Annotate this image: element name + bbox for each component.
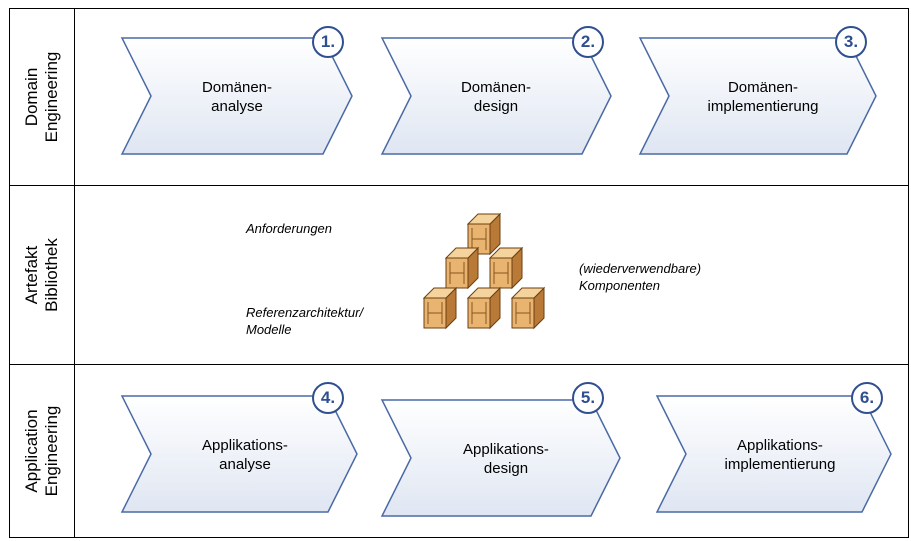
artifact-label-line: Komponenten [579, 278, 660, 293]
stacked-boxes-icon [422, 212, 546, 330]
step-label-line: analyse [219, 456, 271, 473]
diagram-frame [9, 8, 909, 538]
crate [510, 286, 546, 330]
crate [488, 246, 524, 290]
step-label-line: Domänen- [201, 79, 273, 96]
step-label-application-implementation: Applikations- implementierung [700, 436, 860, 474]
step-label-application-analysis: Applikations- analyse [170, 436, 320, 474]
step-label-line: Domänen- [727, 79, 799, 96]
step-number-badge-5: 5. [572, 382, 604, 414]
step-number-badge-2: 2. [572, 26, 604, 58]
step-number-badge-1: 1. [312, 26, 344, 58]
row-divider [9, 185, 909, 186]
artifact-label-line: (wiederverwendbare) [579, 261, 702, 276]
artifact-label-line: Modelle [246, 322, 292, 337]
step-number-badge-6: 6. [851, 382, 883, 414]
step-label-line: Domänen- [460, 79, 532, 96]
artifact-label-referenzarchitektur: Referenzarchitektur/ Modelle [246, 304, 363, 338]
step-number-badge-4: 4. [312, 382, 344, 414]
artifact-label-anforderungen: Anforderungen [246, 221, 333, 236]
step-label-domain-analysis: Domänen- analyse [172, 78, 302, 116]
step-label-line: design [473, 98, 519, 115]
row-divider [9, 364, 909, 365]
step-label-domain-implementation: Domänen- implementierung [683, 78, 843, 116]
crate [466, 212, 502, 256]
step-label-line: Applikations- [463, 441, 549, 458]
step-label-line: design [483, 460, 529, 477]
crate [444, 246, 480, 290]
step-label-line: implementierung [707, 98, 819, 115]
artifact-label-line: Referenzarchitektur/ [246, 305, 364, 320]
step-label-domain-design: Domänen- design [431, 78, 561, 116]
step-label-application-design: Applikations- design [431, 440, 581, 478]
artifact-label-komponenten: (wiederverwendbare) Komponenten [579, 260, 701, 294]
crate [466, 286, 502, 330]
step-label-line: Applikations- [737, 437, 823, 454]
crate [422, 286, 458, 330]
step-label-line: Applikations- [202, 437, 288, 454]
step-number-badge-3: 3. [835, 26, 867, 58]
step-label-line: analyse [211, 98, 263, 115]
label-column-divider [74, 8, 75, 538]
step-label-line: implementierung [724, 456, 836, 473]
